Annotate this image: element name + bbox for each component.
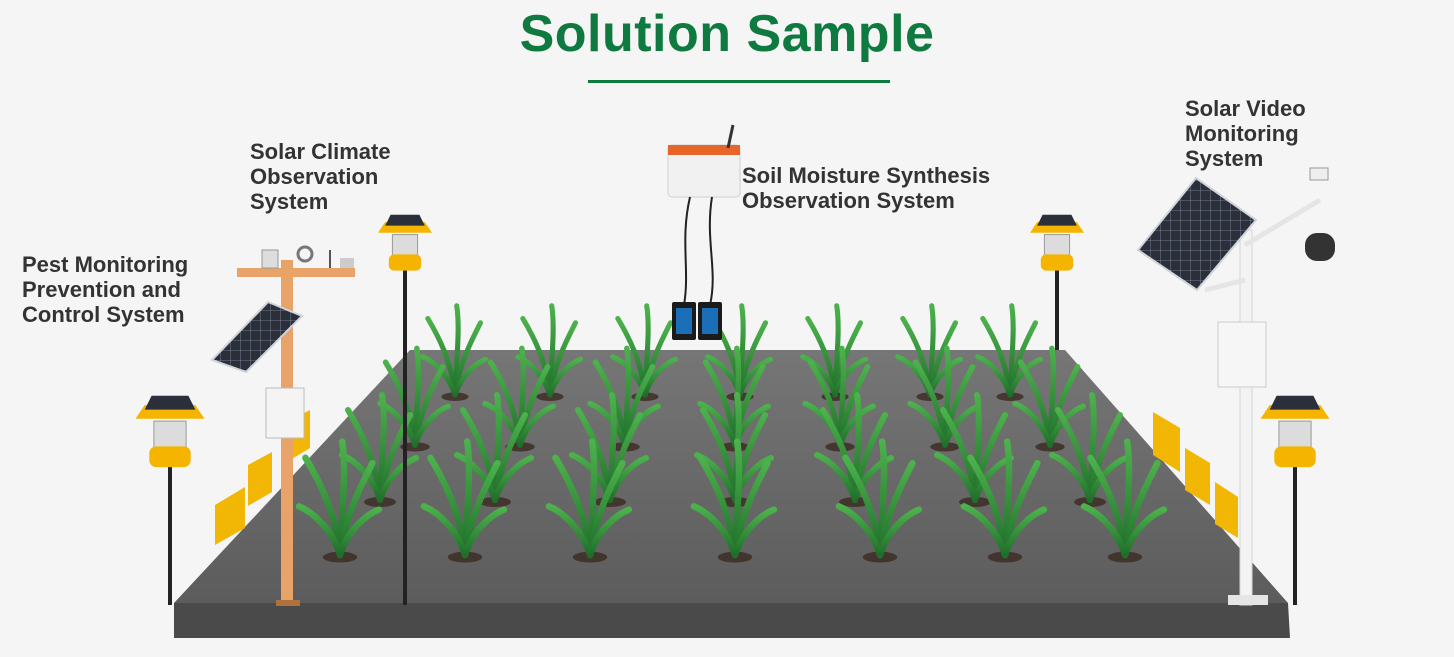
plant (1049, 392, 1129, 507)
page-title: Solution Sample (519, 5, 935, 63)
label-line: Pest Monitoring (22, 252, 189, 277)
video-monitoring-pole (1136, 167, 1335, 606)
label-soil-moisture: Soil Moisture Synthesis Observation Syst… (742, 163, 990, 213)
label-line: System (1185, 146, 1264, 171)
plant (690, 438, 778, 563)
plant (1080, 438, 1168, 563)
solar-insect-trap (1260, 395, 1330, 605)
plant (454, 392, 534, 507)
label-pest-monitoring: Pest Monitoring Prevention and Control S… (22, 252, 188, 327)
label-solar-video: Solar Video Monitoring System (1185, 96, 1306, 171)
crop-rows (295, 303, 1168, 563)
label-line: Solar Video (1185, 96, 1306, 121)
label-line: Solar Climate (250, 139, 391, 164)
label-line: Soil Moisture Synthesis (742, 163, 991, 188)
label-line: System (250, 189, 329, 214)
plant (975, 303, 1044, 401)
title-underline (588, 80, 890, 83)
soil-moisture-sensor-device (667, 124, 741, 340)
solar-insect-trap (378, 214, 432, 605)
solar-insect-trap (135, 395, 205, 605)
plant (420, 438, 508, 563)
climate-station (210, 245, 355, 606)
plant (545, 438, 633, 563)
label-line: Observation System (742, 188, 955, 213)
plant (934, 392, 1014, 507)
label-line: Control System (22, 302, 185, 327)
label-line: Monitoring (1185, 121, 1299, 146)
plant (835, 438, 923, 563)
insect-traps (135, 214, 1330, 605)
fence-right (1153, 412, 1238, 538)
label-line: Observation (250, 164, 379, 189)
solar-insect-trap (1030, 214, 1084, 350)
plant (814, 392, 894, 507)
plant (295, 438, 383, 563)
label-solar-climate: Solar Climate Observation System (250, 139, 391, 214)
plant (895, 303, 964, 401)
plant (960, 438, 1048, 563)
label-line: Prevention and (22, 277, 181, 302)
